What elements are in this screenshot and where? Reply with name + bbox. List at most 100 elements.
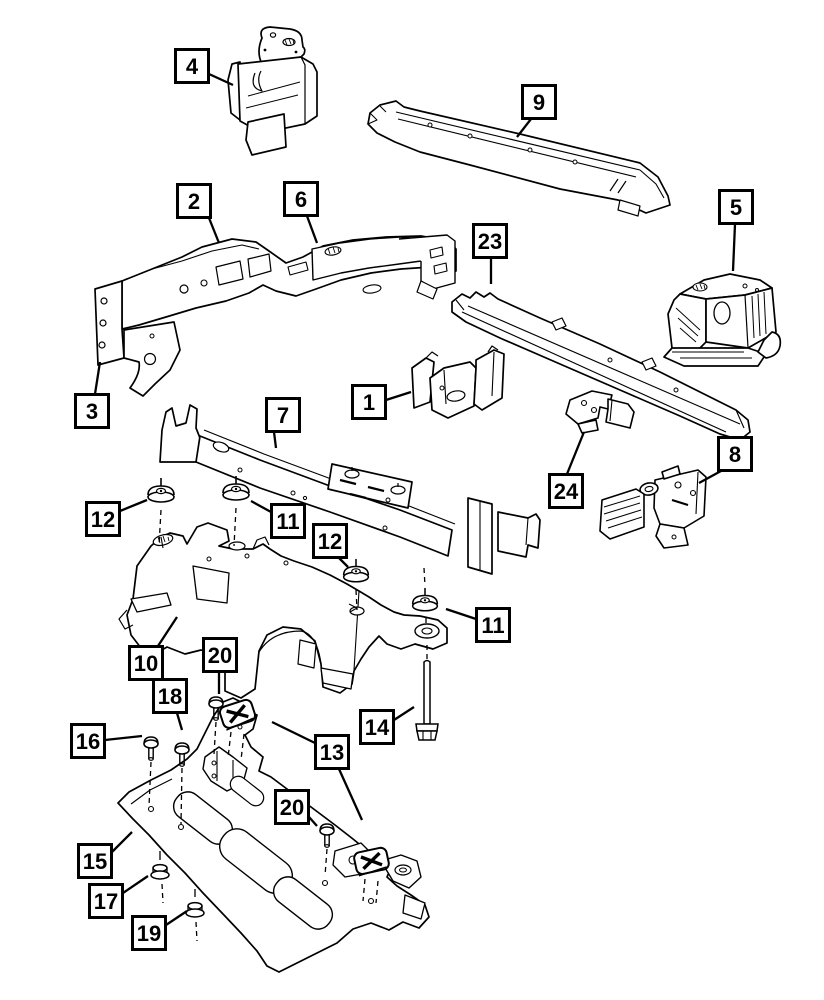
callout-box[interactable] <box>312 523 348 559</box>
callout-number: 19 <box>137 921 161 946</box>
callout-leader-line <box>250 499 272 514</box>
isolator-mount-11b <box>411 587 439 612</box>
callout-number: 12 <box>91 507 115 532</box>
nut-17 <box>150 863 170 880</box>
callout-box[interactable] <box>265 397 301 433</box>
callout-2-2[interactable]: 2 <box>176 183 221 244</box>
callout-leader-line <box>393 706 415 721</box>
callout-leader-line <box>271 720 316 745</box>
part-8-mount-illustration <box>599 465 707 549</box>
callout-leader-line <box>175 712 184 731</box>
callout-leader-line <box>165 910 188 926</box>
callout-leader-line <box>119 498 148 513</box>
callout-box[interactable] <box>283 181 319 217</box>
callout-number: 15 <box>83 849 107 874</box>
callout-5-4[interactable]: 5 <box>718 189 754 272</box>
callout-leader-line <box>111 831 133 853</box>
callout-number: 20 <box>280 795 304 820</box>
callout-number: 1 <box>363 390 375 415</box>
callout-number: 13 <box>320 740 344 765</box>
callout-box[interactable] <box>131 915 167 951</box>
callout-17-23[interactable]: 17 <box>88 875 149 919</box>
callout-leader-line <box>208 72 234 87</box>
callout-number: 11 <box>276 509 299 534</box>
callout-15-22[interactable]: 15 <box>77 831 133 879</box>
callout-23-5[interactable]: 23 <box>472 223 508 285</box>
part-23-illustration <box>451 291 751 441</box>
callout-box[interactable] <box>472 223 508 259</box>
callout-leader-line <box>445 607 477 621</box>
callout-leader-line <box>565 431 586 475</box>
callout-10-15[interactable]: 10 <box>128 616 178 681</box>
callout-box[interactable] <box>128 645 164 681</box>
callout-number: 3 <box>86 399 98 424</box>
callout-box[interactable] <box>314 734 350 770</box>
callout-leader-line <box>93 361 102 395</box>
callout-box[interactable] <box>548 473 584 509</box>
callout-leader-line <box>305 215 319 244</box>
callout-box[interactable] <box>717 436 753 472</box>
part-10-engine-cradle-illustration <box>118 522 448 699</box>
callout-box[interactable] <box>718 189 754 225</box>
callout-box[interactable] <box>359 709 395 745</box>
callout-leader-line <box>731 223 737 272</box>
callout-19-24[interactable]: 19 <box>131 910 188 951</box>
callout-18-17[interactable]: 18 <box>152 678 188 731</box>
callout-1-7[interactable]: 1 <box>351 384 412 420</box>
callout-number: 9 <box>533 90 545 115</box>
callout-box[interactable] <box>174 48 210 84</box>
callout-box[interactable] <box>202 637 238 673</box>
bolt-16 <box>143 736 159 762</box>
nut-19 <box>185 901 205 918</box>
callout-20-21[interactable]: 20 <box>274 789 318 827</box>
callout-leader-line <box>338 557 349 568</box>
callout-number: 24 <box>554 479 579 504</box>
callout-3-6[interactable]: 3 <box>74 361 110 429</box>
callout-box[interactable] <box>475 607 511 643</box>
callout-12-11[interactable]: 12 <box>85 498 148 537</box>
callout-box[interactable] <box>521 84 557 120</box>
callout-leader-line <box>698 469 722 485</box>
callout-box[interactable] <box>274 789 310 825</box>
callout-number: 17 <box>94 889 118 914</box>
callout-8-9[interactable]: 8 <box>698 436 753 485</box>
callout-box[interactable] <box>85 501 121 537</box>
part-9-illustration <box>367 100 671 217</box>
callout-14-19[interactable]: 14 <box>359 706 415 745</box>
callout-box[interactable] <box>74 393 110 429</box>
callout-16-20[interactable]: 16 <box>70 723 143 759</box>
callout-leader-line <box>104 734 143 742</box>
callout-number: 8 <box>729 442 741 467</box>
hardware-layer <box>143 475 439 918</box>
part-24-illustration <box>565 390 635 434</box>
callout-leader-line <box>385 390 412 402</box>
callout-13-18[interactable]: 13 <box>271 720 364 821</box>
callout-4-0[interactable]: 4 <box>174 48 234 87</box>
callout-box[interactable] <box>176 183 212 219</box>
callout-box[interactable] <box>70 723 106 759</box>
callout-11-14[interactable]: 11 <box>445 607 511 643</box>
callout-20-16[interactable]: 20 <box>202 637 238 695</box>
callout-11-12[interactable]: 11 <box>250 499 306 539</box>
bolt-14 <box>415 659 439 741</box>
callout-box[interactable] <box>270 503 306 539</box>
assembly-dashed-lines <box>148 507 428 942</box>
part-5-illustration <box>663 273 782 367</box>
callout-7-8[interactable]: 7 <box>265 397 301 449</box>
callout-6-3[interactable]: 6 <box>283 181 319 244</box>
callout-box[interactable] <box>88 883 124 919</box>
callout-9-1[interactable]: 9 <box>516 84 557 138</box>
callout-24-10[interactable]: 24 <box>548 431 586 509</box>
callout-12-13[interactable]: 12 <box>312 523 349 568</box>
callout-number: 23 <box>478 229 502 254</box>
callout-number: 10 <box>134 651 158 676</box>
callout-box[interactable] <box>152 678 188 714</box>
callout-box[interactable] <box>351 384 387 420</box>
callout-number: 20 <box>208 643 232 668</box>
callout-box[interactable] <box>77 843 113 879</box>
callout-number: 12 <box>318 529 342 554</box>
part-2-frame-rail-illustration <box>94 234 457 397</box>
